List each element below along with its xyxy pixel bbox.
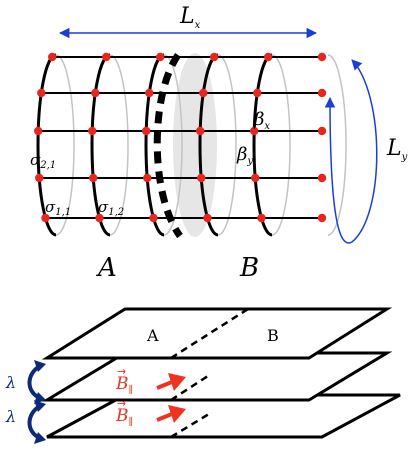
circumference-label: Ly xyxy=(386,136,408,163)
partition-middle xyxy=(170,372,212,402)
ring-front-halves xyxy=(36,53,273,237)
sigma-11-label: σ1,1 xyxy=(45,198,71,218)
partition-bottom xyxy=(170,412,210,439)
lattice-site xyxy=(251,173,260,183)
ring-front-4 xyxy=(198,53,219,237)
lattice-site xyxy=(264,52,273,62)
layer-a-label: A xyxy=(146,326,159,345)
lambda-label-1: λ xyxy=(5,373,16,392)
entanglement-cut-shade xyxy=(173,53,217,237)
lattice-site xyxy=(317,88,327,98)
sigma-12-label: σ1,2 xyxy=(98,198,124,218)
lattice-site xyxy=(89,173,98,183)
lattice-site xyxy=(197,173,206,183)
region-b-label: B xyxy=(239,253,259,283)
lattice-site xyxy=(91,88,100,98)
ring-front-3 xyxy=(144,53,165,237)
circumference-arrow xyxy=(324,59,378,244)
lattice-site xyxy=(210,52,219,62)
lattice-site xyxy=(317,213,327,223)
field-vector-1: → xyxy=(117,365,126,378)
lattice-site xyxy=(35,173,44,183)
lattice-site xyxy=(102,52,111,62)
lambda-arrowhead-2a xyxy=(34,400,46,412)
layer-middle xyxy=(41,351,393,402)
length-label: Lx xyxy=(179,4,201,31)
ring-back-4 xyxy=(217,54,237,236)
ring-front-5 xyxy=(252,53,273,237)
partition-top xyxy=(170,307,249,360)
lattice-bonds xyxy=(38,56,322,219)
lattice-site xyxy=(143,173,152,183)
field-label-1: B∥ xyxy=(115,374,133,396)
lattice-site xyxy=(48,52,57,62)
ring-front-2 xyxy=(90,53,111,237)
field-label-2: B∥ xyxy=(115,406,133,428)
field-arrowhead-2 xyxy=(168,405,186,423)
lattice-site xyxy=(145,88,154,98)
lambda-label-2: λ xyxy=(5,407,16,426)
lattice-site xyxy=(257,213,266,223)
layer-top xyxy=(41,307,393,360)
lattice-site xyxy=(88,126,97,136)
lattice-site xyxy=(203,213,212,223)
lattice-site xyxy=(199,88,208,98)
lambda-arrowhead-1a xyxy=(34,360,46,372)
lattice-site xyxy=(41,213,50,223)
beta-x-label: βx xyxy=(253,109,270,132)
lattice-site xyxy=(196,126,205,136)
entanglement-cut-line xyxy=(153,52,183,239)
sigma-21-label: σ2,1 xyxy=(30,151,56,171)
lattice-site xyxy=(317,52,327,62)
field-vector-2: → xyxy=(117,397,126,410)
lambda-arrowhead-2b xyxy=(34,432,46,444)
field-arrowhead-1 xyxy=(168,373,186,391)
lattice-site xyxy=(142,126,151,136)
region-a-label: A xyxy=(96,253,117,283)
lattice-site xyxy=(34,126,43,136)
lattice-site xyxy=(156,52,165,62)
lattice-site xyxy=(250,126,259,136)
lattice-site xyxy=(149,213,158,223)
layer-bottom xyxy=(46,393,401,439)
lattice-site xyxy=(37,88,46,98)
lattice-site xyxy=(317,126,327,136)
layer-stack-diagram: A B B∥ → B∥ → λ λ xyxy=(5,307,401,444)
layer-b-label: B xyxy=(267,326,279,345)
lattice-site xyxy=(253,88,262,98)
field-arrow-2 xyxy=(156,412,173,422)
field-arrow-1 xyxy=(156,380,173,390)
cylinder-diagram: Lx Ly βx βy σ2,1 σ1,1 σ1,2 A B xyxy=(30,4,408,283)
ring-back-1 xyxy=(55,54,75,236)
ring-back-2 xyxy=(109,54,129,236)
lattice-site xyxy=(317,173,327,183)
lattice-sites xyxy=(34,52,327,223)
ring-back-5 xyxy=(271,54,291,236)
ring-front-1 xyxy=(36,53,57,237)
beta-y-label: βy xyxy=(236,144,253,167)
lattice-site xyxy=(95,213,104,223)
